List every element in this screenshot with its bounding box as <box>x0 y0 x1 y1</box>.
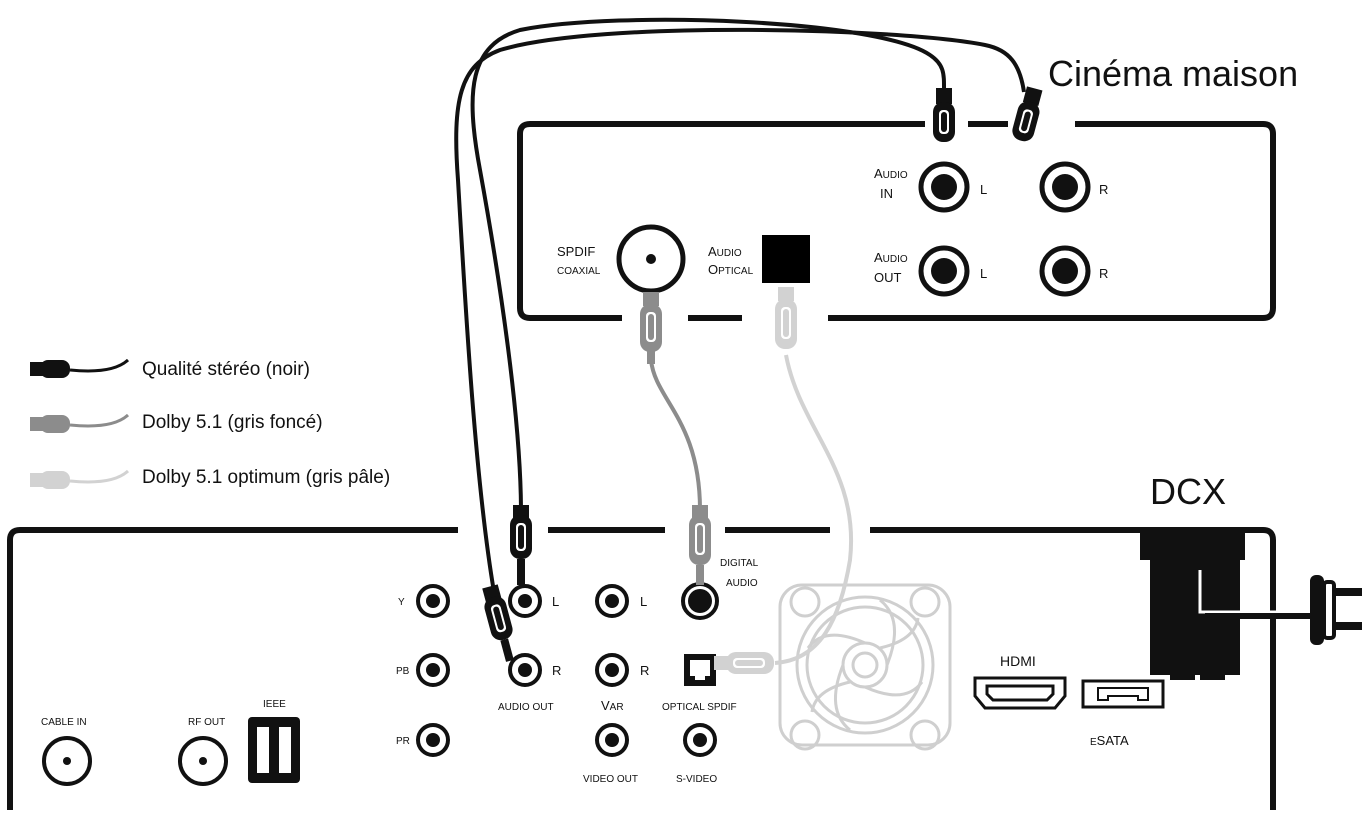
ht-audio-out-left-jack <box>918 245 970 297</box>
ht-optical-port <box>762 235 810 283</box>
dark-grey-cable <box>649 359 702 511</box>
dcx-esata-port <box>1081 679 1165 709</box>
ht-spdif-label: SPDIF <box>557 244 595 259</box>
ht-audio-in-left-jack <box>918 161 970 213</box>
dcx-var-left-label: L <box>640 594 647 609</box>
legend-dark-grey-swatch <box>30 413 130 433</box>
dcx-video-out-label: VIDEO OUT <box>583 774 638 785</box>
dcx-hdmi-label: HDMI <box>1000 653 1036 669</box>
light-grey-cable <box>774 354 854 665</box>
dcx-y-jack <box>416 584 450 618</box>
dcx-audio-out-left-jack <box>508 584 542 618</box>
dcx-digital-audio-jack <box>681 582 719 620</box>
dcx-pr-jack <box>416 723 450 757</box>
ht-in-right-label: R <box>1099 182 1108 197</box>
light-grey-plug-dcx <box>714 652 774 674</box>
dcx-s-video-label: S-VIDEO <box>676 774 717 785</box>
legend: Qualité stéréo (noir) Dolby 5.1 (gris fo… <box>30 358 390 489</box>
dcx-esata-label: ESATA <box>1090 733 1129 748</box>
home-theater-unit <box>517 121 1276 321</box>
black-plug-dcx-right <box>482 584 514 662</box>
dcx-audio-out-label: AUDIO OUT <box>498 702 554 713</box>
ht-out-left-label: L <box>980 266 987 281</box>
dcx-y-label: Y <box>398 597 405 608</box>
dcx-pb-jack <box>416 653 450 687</box>
legend-light-grey-label: Dolby 5.1 optimum (gris pâle) <box>142 467 390 488</box>
dcx-hdmi-port <box>973 676 1067 710</box>
ht-in-left-label: L <box>980 182 987 197</box>
dcx-digital-label-1: DIGITAL <box>720 558 759 569</box>
dcx-digital-label-2: AUDIO <box>726 578 758 589</box>
dark-grey-plug-dcx <box>689 505 711 585</box>
ht-audio-in-label: AUDIO <box>874 166 908 181</box>
dcx-audio-left-label: L <box>552 594 559 609</box>
ht-out-right-label: R <box>1099 266 1108 281</box>
dcx-cable-in-jack <box>42 736 92 786</box>
ht-spdif-coaxial-jack <box>616 224 686 294</box>
dcx-audio-right-label: R <box>552 663 561 678</box>
cooling-fan <box>778 583 952 751</box>
home-theater-title: Cinéma maison <box>1048 53 1298 94</box>
black-cable-left <box>470 17 947 513</box>
legend-dark-grey-label: Dolby 5.1 (gris foncé) <box>142 412 323 433</box>
dcx-var-label: VAR <box>601 698 624 713</box>
dcx-ieee-label: IEEE <box>263 699 286 710</box>
dcx-video-out-jack <box>595 723 629 757</box>
dcx-s-video-jack <box>683 723 717 757</box>
ht-audio-in-right-jack <box>1039 161 1091 213</box>
legend-black-swatch <box>30 358 130 378</box>
dcx-unit <box>7 527 1276 810</box>
dcx-optical-spdif-port <box>684 654 716 686</box>
ht-audio-out-label-2: OUT <box>874 270 902 285</box>
dcx-pr-label: PR <box>396 736 410 747</box>
black-cable-right <box>454 27 1026 593</box>
dcx-var-right-label: R <box>640 663 649 678</box>
power-cord <box>1140 530 1362 680</box>
black-plug-ht-left <box>933 88 955 142</box>
dcx-rf-out-label: RF OUT <box>188 717 225 728</box>
dcx-cable-in-label: CABLE IN <box>41 717 87 728</box>
legend-light-grey-swatch <box>30 469 130 489</box>
dcx-var-right-jack <box>595 653 629 687</box>
ht-audio-out-right-jack <box>1039 245 1091 297</box>
ht-optical-label-1: AUDIO <box>708 244 742 259</box>
dcx-optical-spdif-label: OPTICAL SPDIF <box>662 702 737 713</box>
black-plug-dcx-left <box>510 505 532 585</box>
legend-black-label: Qualité stéréo (noir) <box>142 359 310 380</box>
dcx-ieee-port <box>248 717 300 783</box>
ht-optical-label-2: OPTICAL <box>708 262 754 277</box>
dark-grey-plug-ht <box>640 292 662 364</box>
light-grey-plug-ht <box>775 287 797 349</box>
ht-audio-out-label: AUDIO <box>874 250 908 265</box>
ht-audio-in-label-2: IN <box>880 186 893 201</box>
black-plug-ht-right <box>1012 86 1043 142</box>
dcx-var-left-jack <box>595 584 629 618</box>
dcx-title: DCX <box>1150 471 1226 512</box>
ht-spdif-coaxial-label: COAXIAL <box>557 266 601 277</box>
dcx-pb-label: PB <box>396 666 410 677</box>
dcx-rf-out-jack <box>178 736 228 786</box>
dcx-audio-out-right-jack <box>508 653 542 687</box>
